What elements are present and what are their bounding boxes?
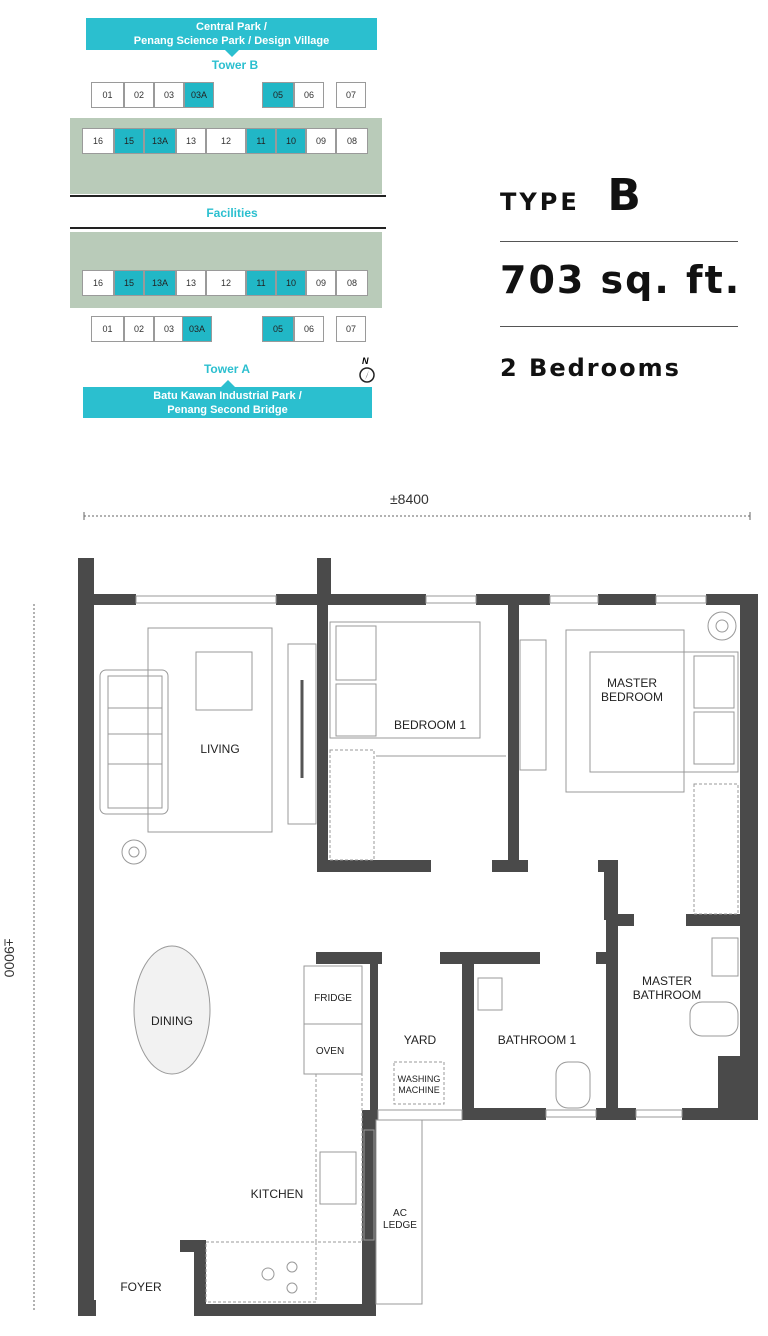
- unit-16: 16: [82, 128, 114, 154]
- room-yard: YARD: [403, 1033, 437, 1047]
- unit-13: 13: [176, 270, 206, 296]
- room-living: LIVING: [200, 742, 240, 756]
- tower-b-label: Tower B: [211, 58, 259, 72]
- unit-12: 12: [206, 128, 246, 154]
- unit-09: 09: [306, 128, 336, 154]
- unit-07: 07: [336, 82, 366, 108]
- banner-bottom-destination: Batu Kawan Industrial Park / Penang Seco…: [83, 380, 372, 418]
- unit-09: 09: [306, 270, 336, 296]
- room-dining: DINING: [151, 1014, 193, 1028]
- room-ac-ledge: AC LEDGE: [378, 1208, 422, 1232]
- room-master-bedroom-line1: MASTER: [606, 676, 657, 690]
- unit-08: 08: [336, 128, 368, 154]
- unit-10: 10: [276, 128, 306, 154]
- room-master-bedroom: MASTER BEDROOM: [590, 676, 674, 704]
- windows: [135, 595, 707, 1241]
- room-washing-machine-line1: WASHING: [397, 1074, 441, 1084]
- walls: [78, 558, 758, 1316]
- divider-2: [500, 326, 738, 327]
- unit-05: 05: [262, 82, 294, 108]
- banner-bottom-line1: Batu Kawan Industrial Park /: [153, 389, 302, 402]
- room-master-bedroom-line2: BEDROOM: [600, 690, 663, 704]
- type-prefix: TYPE: [500, 188, 580, 216]
- room-master-bathroom-line1: MASTER: [641, 974, 692, 988]
- type-letter: B: [607, 170, 641, 221]
- unit-07: 07: [336, 316, 366, 342]
- unit-06: 06: [294, 316, 324, 342]
- type-heading: TYPE B: [500, 170, 641, 221]
- room-fridge: FRIDGE: [314, 993, 352, 1004]
- banner-bottom-line2: Penang Second Bridge: [167, 403, 288, 416]
- room-ac-ledge-line2: LEDGE: [383, 1220, 417, 1231]
- divider-1: [500, 241, 738, 242]
- room-ac-ledge-line1: AC: [393, 1208, 407, 1219]
- unit-08: 08: [336, 270, 368, 296]
- banner-top-line1: Central Park /: [196, 21, 267, 33]
- section-divider-top: [70, 195, 386, 197]
- section-divider-bottom: [70, 227, 386, 229]
- unit-15: 15: [114, 270, 144, 296]
- tower-a-label: Tower A: [203, 362, 250, 376]
- unit-13a: 13A: [144, 270, 176, 296]
- unit-11: 11: [246, 128, 276, 154]
- banner-top-line2: Penang Science Park / Design Village: [133, 35, 330, 47]
- unit-03: 03: [154, 82, 184, 108]
- room-master-bathroom: MASTER BATHROOM: [622, 974, 712, 1002]
- unit-10: 10: [276, 270, 306, 296]
- unit-15: 15: [114, 128, 144, 154]
- unit-01: 01: [91, 82, 124, 108]
- room-bedroom-1: BEDROOM 1: [393, 718, 466, 732]
- room-washing-machine: WASHING MACHINE: [388, 1074, 450, 1096]
- unit-03a: 03A: [182, 316, 212, 342]
- room-foyer: FOYER: [120, 1280, 162, 1294]
- unit-01: 01: [91, 316, 124, 342]
- facilities-label: Facilities: [206, 206, 258, 220]
- room-bathroom-1: BATHROOM 1: [497, 1033, 577, 1047]
- unit-06: 06: [294, 82, 324, 108]
- north-label: N: [362, 356, 369, 366]
- banner-top-destination: Central Park / Penang Science Park / Des…: [86, 18, 377, 57]
- width-dimension: ±8400: [390, 491, 429, 507]
- width-dimension-line: [83, 512, 751, 520]
- unit-11: 11: [246, 270, 276, 296]
- unit-03a: 03A: [184, 82, 214, 108]
- unit-area: 703 sq. ft.: [500, 258, 742, 302]
- height-dimension-line: [33, 604, 35, 1312]
- room-kitchen: KITCHEN: [250, 1187, 304, 1201]
- unit-02: 02: [124, 316, 154, 342]
- room-master-bathroom-line2: BATHROOM: [632, 988, 702, 1002]
- unit-02: 02: [124, 82, 154, 108]
- furniture: [99, 611, 739, 1305]
- unit-13a: 13A: [144, 128, 176, 154]
- bedroom-count: 2 Bedrooms: [500, 354, 681, 382]
- unit-16: 16: [82, 270, 114, 296]
- unit-13: 13: [176, 128, 206, 154]
- unit-03: 03: [154, 316, 184, 342]
- floor-plan-drawing: [78, 558, 758, 1316]
- north-arrow-icon: N: [356, 356, 378, 384]
- unit-12: 12: [206, 270, 246, 296]
- compass-icon: [359, 367, 375, 383]
- room-oven: OVEN: [315, 1046, 345, 1057]
- unit-05: 05: [262, 316, 294, 342]
- room-washing-machine-line2: MACHINE: [398, 1085, 440, 1095]
